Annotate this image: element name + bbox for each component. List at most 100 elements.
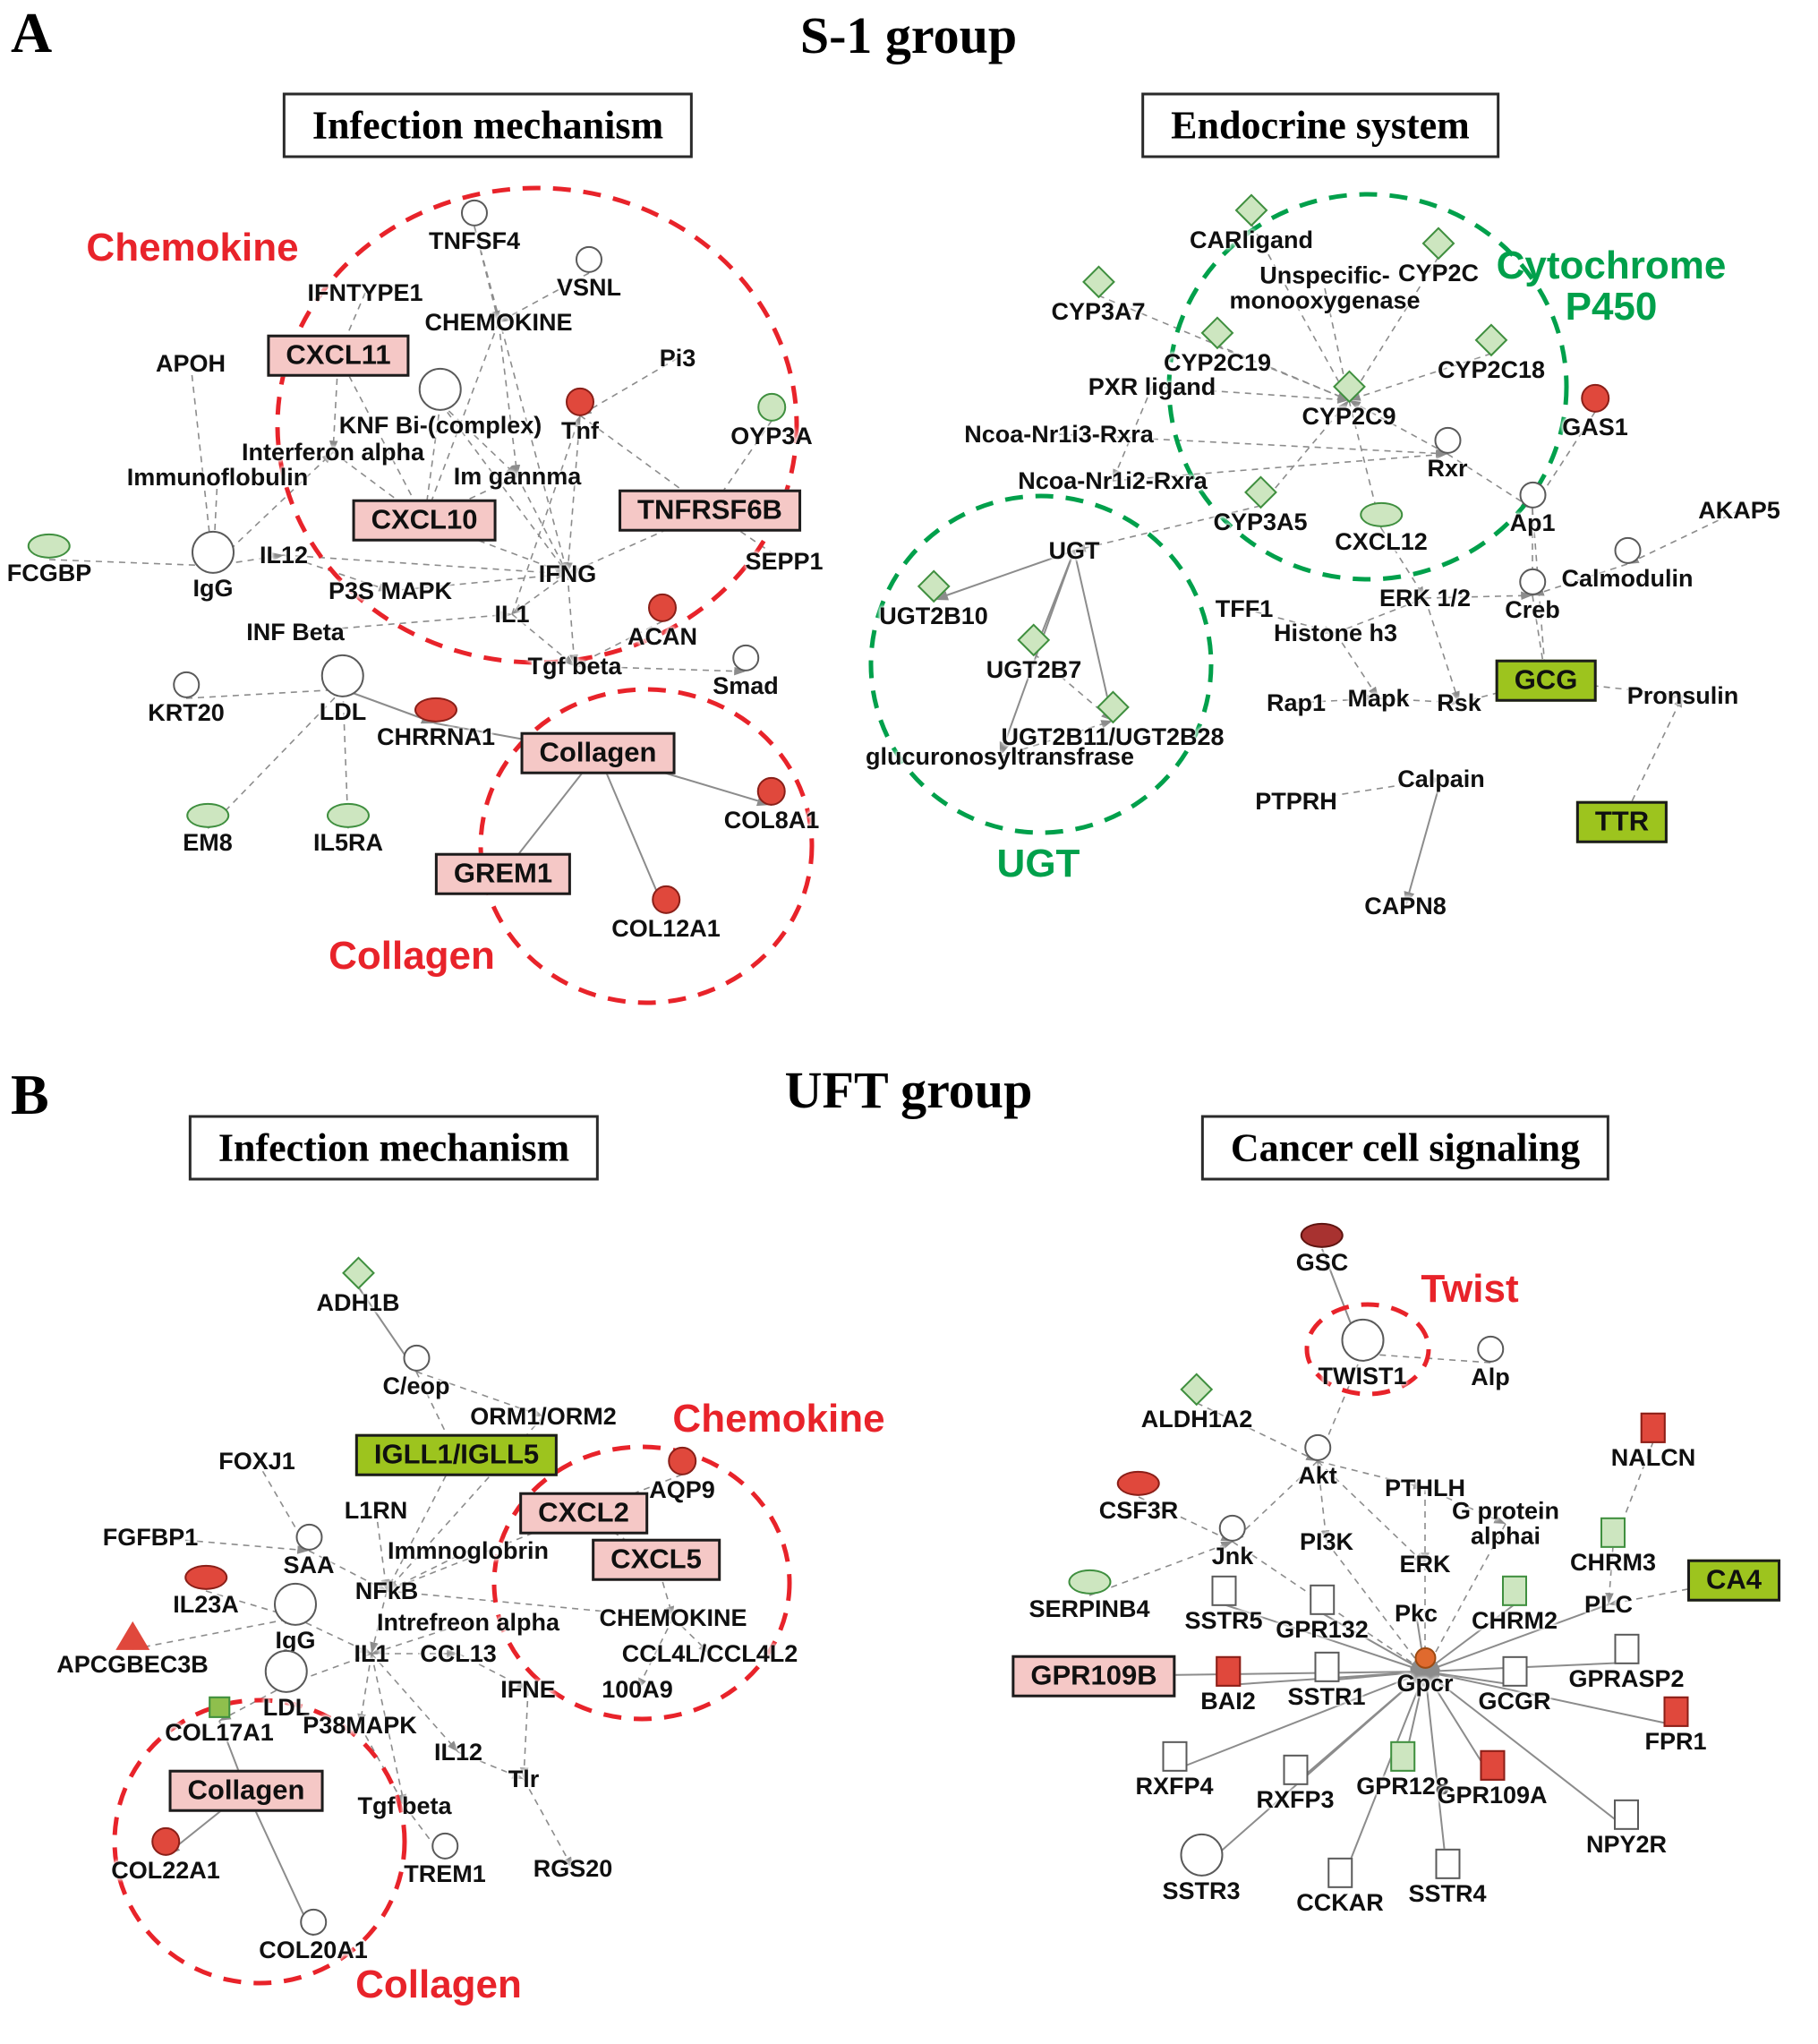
circle-glyph — [431, 1832, 458, 1860]
node-trem1: TREM1 — [404, 1832, 486, 1886]
square-red-glyph — [1641, 1412, 1666, 1443]
network-edge — [1424, 1523, 1506, 1672]
network-edge — [1250, 223, 1350, 401]
node-bai2: BAI2 — [1200, 1655, 1256, 1714]
node-label: Ncoa-Nr1i2-Rxra — [1018, 466, 1208, 494]
node-label: SERPINB4 — [1028, 1595, 1150, 1622]
node-label: G protein alphai — [1452, 1497, 1559, 1550]
diamond-green-glyph — [917, 569, 951, 603]
node-twist1: TWIST1 — [1319, 1318, 1407, 1389]
node-orm1-orm2: ORM1/ORM2 — [470, 1402, 617, 1430]
node-label: COL20A1 — [259, 1936, 368, 1963]
node-label: CHRRNA1 — [376, 723, 496, 750]
node-label: AKAP5 — [1698, 496, 1780, 524]
node-label: GPR128 — [1356, 1772, 1449, 1800]
node-acan: ACAN — [627, 593, 697, 649]
node-label: GPRASP2 — [1568, 1664, 1685, 1692]
node-label: CYP2C9 — [1302, 402, 1396, 430]
node-gas1: GAS1 — [1562, 383, 1628, 440]
network-edge — [1232, 1460, 1319, 1543]
network-edge — [1073, 505, 1261, 552]
diamond-green-glyph — [1332, 370, 1366, 404]
cluster-highlight-circle — [868, 493, 1214, 835]
node-label: CXCL10 — [371, 503, 478, 535]
node-collagen: Collagen — [520, 731, 676, 774]
node-serpinb4: SERPINB4 — [1028, 1569, 1150, 1622]
node-ptprh: PTPRH — [1255, 787, 1337, 815]
network-edge — [207, 688, 344, 830]
network-edge — [1088, 1541, 1233, 1596]
network-edge — [655, 1559, 675, 1619]
node-label: Creb — [1505, 595, 1560, 623]
node-igg: IgG — [274, 1582, 317, 1653]
square-white-glyph — [1502, 1655, 1527, 1687]
node-label: CYP3A5 — [1213, 508, 1308, 535]
node-label: TTR — [1594, 805, 1650, 837]
node-label: ORM1/ORM2 — [470, 1402, 617, 1430]
network-edge — [440, 402, 518, 477]
node-label: SSTR1 — [1287, 1682, 1366, 1710]
node-fgfbp1: FGFBP1 — [103, 1524, 199, 1550]
triangle-red-glyph — [115, 1621, 149, 1650]
network-edge — [1200, 1671, 1426, 1869]
node-histone-h3: Histone h3 — [1274, 620, 1397, 646]
network-edge — [511, 415, 581, 615]
oval-red-glyph — [184, 1564, 227, 1590]
node-cxcl12: CXCL12 — [1335, 501, 1428, 555]
node-label: CYP2C18 — [1437, 355, 1546, 383]
node-gpr132: GPR132 — [1276, 1584, 1369, 1642]
node-tlr: Tlr — [508, 1766, 540, 1792]
node-label: PTPRH — [1255, 787, 1337, 815]
node-label: Tnf — [561, 416, 599, 444]
oval-red-glyph — [414, 697, 457, 723]
network-edge — [294, 1617, 372, 1655]
node-label: NPY2R — [1585, 1830, 1668, 1858]
node-label: GCG — [1514, 663, 1578, 696]
node-label: Collagen — [539, 736, 657, 768]
node-label: CSF3R — [1098, 1496, 1179, 1524]
node-il5ra: IL5RA — [313, 802, 383, 855]
node-label: SAA — [283, 1551, 335, 1578]
network-edge — [1380, 527, 1426, 599]
oval-red-glyph — [1116, 1470, 1160, 1496]
square-white-glyph — [1614, 1799, 1639, 1830]
node-gcg: GCG — [1495, 659, 1597, 702]
node-label: CXCL12 — [1335, 527, 1428, 555]
node-label: CCL4L/CCL4L2 — [621, 1639, 798, 1667]
node-col8a1: COL8A1 — [724, 776, 819, 833]
circle-red-glyph — [668, 1446, 696, 1475]
network-edge — [1112, 450, 1448, 482]
network-edge — [1447, 453, 1533, 509]
node-100a9: 100A9 — [602, 1676, 673, 1702]
node-foxj1: FOXJ1 — [218, 1448, 295, 1474]
node-gsc: GSC — [1296, 1222, 1348, 1275]
node-gpr109b: GPR109B — [1011, 1655, 1176, 1698]
node-igg: IgG — [192, 530, 235, 601]
square-white-glyph — [1327, 1857, 1353, 1888]
diamond-green-glyph — [1017, 623, 1051, 657]
network-edge — [1223, 1604, 1426, 1672]
network-edge — [294, 611, 513, 633]
network-edge — [1621, 695, 1684, 823]
node-chrrna1: CHRRNA1 — [377, 697, 495, 749]
node-alp: Alp — [1471, 1335, 1510, 1390]
node-label: L1RN — [344, 1496, 408, 1524]
circle-lg-glyph — [192, 530, 235, 574]
node-label: Immunoflobulin — [126, 463, 309, 491]
node-npy2r: NPY2R — [1585, 1799, 1668, 1858]
circle-green-glyph — [756, 392, 786, 422]
annotation-chemokine: Chemokine — [672, 1396, 885, 1441]
node-label: Tgf beta — [357, 1792, 452, 1819]
network-edge — [283, 554, 391, 592]
node-cyp2c19: CYP2C19 — [1164, 316, 1271, 375]
circle-glyph — [460, 199, 488, 227]
network-edge — [1151, 386, 1350, 404]
node-immnoglobrin: Immnoglobrin — [388, 1537, 549, 1563]
node-label: RXFP4 — [1135, 1772, 1214, 1800]
node-label: CHRM2 — [1471, 1606, 1558, 1634]
network-edge — [1424, 1487, 1506, 1525]
node-ncoa-nr1i3-rxra: Ncoa-Nr1i3-Rxra — [964, 421, 1154, 447]
node-col12a1: COL12A1 — [611, 885, 721, 941]
node-label: UGT2B7 — [986, 655, 1082, 683]
